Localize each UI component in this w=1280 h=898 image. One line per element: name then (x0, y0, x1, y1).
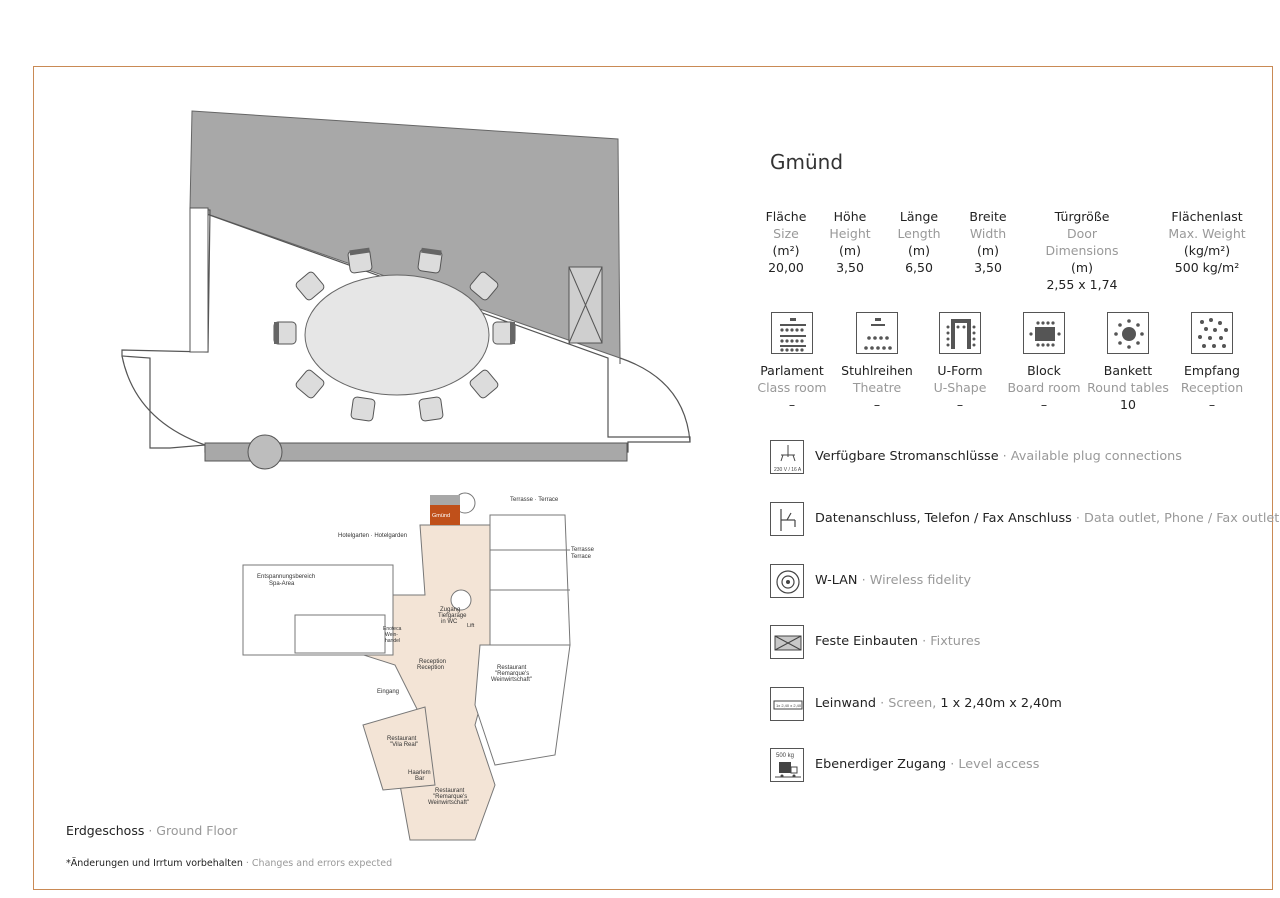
round-tables-icon (1107, 312, 1149, 354)
wifi-icon (770, 564, 804, 598)
svg-text:Weinwirtschaft": Weinwirtschaft" (491, 677, 532, 683)
map-label-restaurant-1: Restaurant (497, 665, 527, 671)
board-room-icon (1023, 312, 1065, 354)
map-label-lift: Lift (467, 623, 475, 629)
classroom-icon (771, 312, 813, 354)
fixtures-icon (770, 625, 804, 659)
data-outlet-icon (770, 502, 804, 536)
room-title: Gmünd (770, 150, 844, 174)
svg-text:Reception: Reception (417, 665, 444, 671)
svg-text:Wein-: Wein- (385, 632, 398, 638)
feature-fixtures: Feste Einbauten · Fixtures (770, 625, 1250, 661)
map-label-hotelgarden: Hotelgarten · Hotelgarden (338, 533, 407, 539)
svg-text:"Remarque's: "Remarque's (433, 794, 467, 800)
svg-text:500 kg: 500 kg (776, 753, 794, 759)
svg-text:Terrace: Terrace (571, 554, 592, 560)
map-label-terrace-right: Terrasse (571, 547, 595, 553)
map-label-garage: Zugang (440, 607, 460, 613)
screen-icon: 1x 2,40 x 2,40 (770, 687, 804, 721)
reception-icon (1191, 312, 1233, 354)
footnote: *Änderungen und Irrtum vorbehalten · Cha… (66, 858, 393, 869)
svg-text:handel: handel (385, 638, 400, 644)
svg-text:Tiefgarage: Tiefgarage (438, 613, 467, 619)
power-plug-icon: 230 V / 16 A (770, 440, 804, 474)
ground-floor-map: Gmünd Terrasse · Terrace Terrasse Terrac… (242, 492, 595, 841)
theatre-icon (856, 312, 898, 354)
map-label-terrace: Terrasse · Terrace (510, 497, 559, 503)
room-floor-plan (121, 110, 691, 470)
map-label-gmuend: Gmünd (432, 513, 450, 519)
floor-label: Erdgeschoss · Ground Floor (66, 823, 238, 838)
map-label-enoteca: Enoteca (383, 626, 402, 632)
svg-text:in WC: in WC (441, 619, 458, 625)
svg-text:Spa-Area: Spa-Area (269, 581, 295, 587)
svg-text:Weinwirtschaft": Weinwirtschaft" (428, 800, 469, 806)
svg-text:1x 2,40 x 2,40: 1x 2,40 x 2,40 (776, 703, 802, 708)
svg-text:"Remarque's: "Remarque's (495, 671, 529, 677)
map-label-reception: Reception (419, 659, 446, 665)
svg-text:"Vila Real": "Vila Real" (390, 742, 418, 748)
map-label-villa: Restaurant (387, 736, 417, 742)
svg-text:230 V / 16 A: 230 V / 16 A (774, 467, 802, 473)
map-label-spa: Entspannungsbereich (257, 574, 315, 580)
svg-text:Bar: Bar (415, 776, 424, 782)
feature-data-outlet: Datenanschluss, Telefon / Fax Anschluss … (770, 502, 1279, 538)
map-label-bar: Haarlem (408, 770, 431, 776)
feature-level-access: 500 kg Ebenerdiger Zugang · Level access (770, 748, 1250, 784)
map-label-restaurant-2: Restaurant (435, 788, 465, 794)
level-access-icon: 500 kg (770, 748, 804, 782)
feature-wifi: W-LAN · Wireless fidelity (770, 564, 1250, 600)
u-shape-icon (939, 312, 981, 354)
map-label-entrance: Eingang (377, 689, 399, 695)
feature-screen: 1x 2,40 x 2,40 Leinwand · Screen, 1 x 2,… (770, 687, 1250, 723)
page-frame (33, 66, 1273, 890)
feature-power: 230 V / 16 A Verfügbare Stromanschlüsse … (770, 440, 1250, 476)
